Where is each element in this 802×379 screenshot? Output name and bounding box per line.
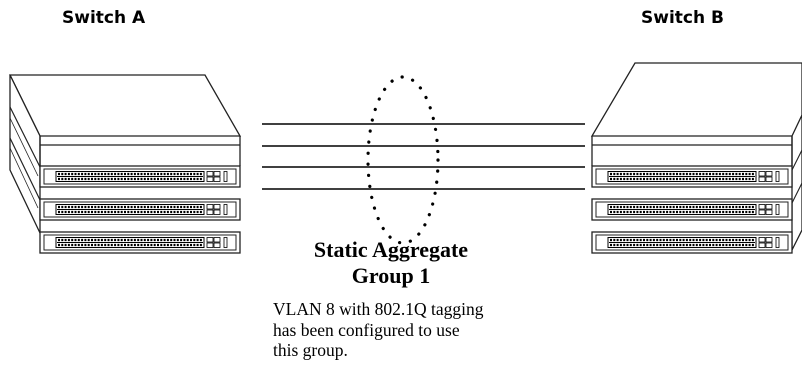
aggregate-title-line-1: Static Aggregate bbox=[313, 237, 469, 262]
switch-a-unit-2 bbox=[38, 197, 242, 222]
switch-a-stack bbox=[8, 74, 242, 255]
switch-b-stack bbox=[590, 62, 802, 255]
description-line-3: this group. bbox=[273, 340, 348, 360]
switch-b-label: Switch B bbox=[641, 8, 724, 28]
aggregate-title-line-2: Group 1 bbox=[351, 263, 431, 288]
switch-b-unit-3 bbox=[590, 230, 794, 255]
description-line-1: VLAN 8 with 802.1Q tagging bbox=[273, 299, 484, 319]
switch-b-unit-2 bbox=[590, 197, 794, 222]
switch-b-unit-1 bbox=[590, 164, 794, 189]
aggregate-description: VLAN 8 with 802.1Q tagging has been conf… bbox=[273, 299, 533, 361]
aggregate-links bbox=[262, 123, 585, 190]
description-line-2: has been configured to use bbox=[273, 319, 460, 340]
switch-a-label: Switch A bbox=[62, 8, 146, 28]
switch-a-unit-3 bbox=[38, 230, 242, 255]
aggregate-group-ellipse bbox=[366, 75, 440, 245]
switch-a-unit-1 bbox=[38, 164, 242, 189]
